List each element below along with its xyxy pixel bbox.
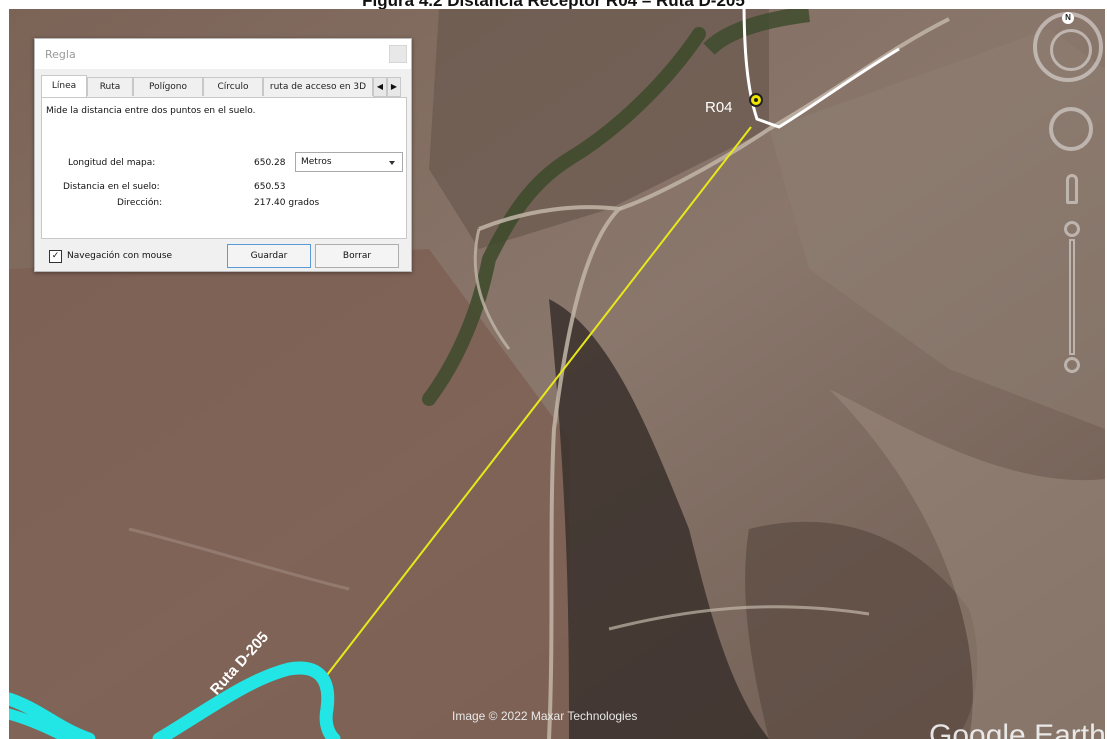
imagery-attribution: Image © 2022 Maxar Technologies [452, 709, 638, 723]
tab-circle[interactable]: Círculo [203, 77, 263, 96]
description-text: Mide la distancia entre dos puntos en el… [46, 106, 256, 116]
units-dropdown[interactable]: Metros [295, 152, 403, 172]
tab-route[interactable]: Ruta [87, 77, 133, 96]
look-joystick-control[interactable] [1049, 107, 1093, 151]
terrain-imagery [9, 9, 1105, 739]
receptor-label: R04 [705, 99, 733, 116]
compass-ring-inner [1050, 29, 1092, 71]
zoom-in-icon[interactable] [1064, 221, 1080, 237]
units-selected: Metros [301, 157, 332, 167]
close-icon[interactable] [389, 45, 407, 63]
satellite-map[interactable]: R04 Ruta D-205 Image © 2022 Maxar Techno… [9, 9, 1105, 739]
access-road [742, 9, 900, 129]
tab-panel-line: Mide la distancia entre dos puntos en el… [41, 97, 407, 239]
save-button[interactable]: Guardar [227, 244, 311, 268]
dialog-title: Regla [45, 48, 76, 61]
tab-line[interactable]: Línea [41, 75, 87, 97]
ruler-dialog: Regla Línea Ruta Polígono Círculo ruta d… [34, 38, 412, 272]
compass-control[interactable]: N [1033, 12, 1103, 82]
tab-scroll-left-icon[interactable]: ◀ [373, 77, 387, 97]
ground-distance-label: Distancia en el suelo: [63, 182, 160, 192]
measurement-line [326, 126, 752, 676]
clear-button[interactable]: Borrar [315, 244, 399, 268]
heading-label: Dirección: [117, 198, 163, 208]
zoom-track[interactable] [1069, 239, 1075, 355]
tab-scroll-right-icon[interactable]: ▶ [387, 77, 401, 97]
tab-polygon[interactable]: Polígono [133, 77, 203, 96]
route-d205-line [9, 661, 341, 739]
map-length-value: 650.28 [254, 158, 286, 168]
tab-bar: Línea Ruta Polígono Círculo ruta de acce… [41, 75, 405, 97]
mouse-navigation-checkbox[interactable]: ✓ [49, 250, 62, 263]
google-earth-watermark: Google Earth [929, 719, 1105, 739]
ground-distance-value: 650.53 [254, 182, 286, 192]
heading-value: 217.40 grados [254, 198, 320, 208]
zoom-slider[interactable] [1064, 221, 1080, 373]
map-length-label: Longitud del mapa: [68, 158, 156, 168]
zoom-out-icon[interactable] [1064, 357, 1080, 373]
dialog-title-bar[interactable]: Regla [35, 39, 411, 69]
mouse-navigation-label: Navegación con mouse [67, 251, 173, 261]
tab-3d-path[interactable]: ruta de acceso en 3D [263, 77, 373, 96]
chevron-down-icon [389, 161, 395, 165]
street-view-pegman-icon[interactable] [1066, 174, 1078, 204]
compass-north-icon: N [1062, 12, 1074, 24]
figure-title: Figura 4.2 Distancia Receptor R04 – Ruta… [362, 0, 745, 10]
